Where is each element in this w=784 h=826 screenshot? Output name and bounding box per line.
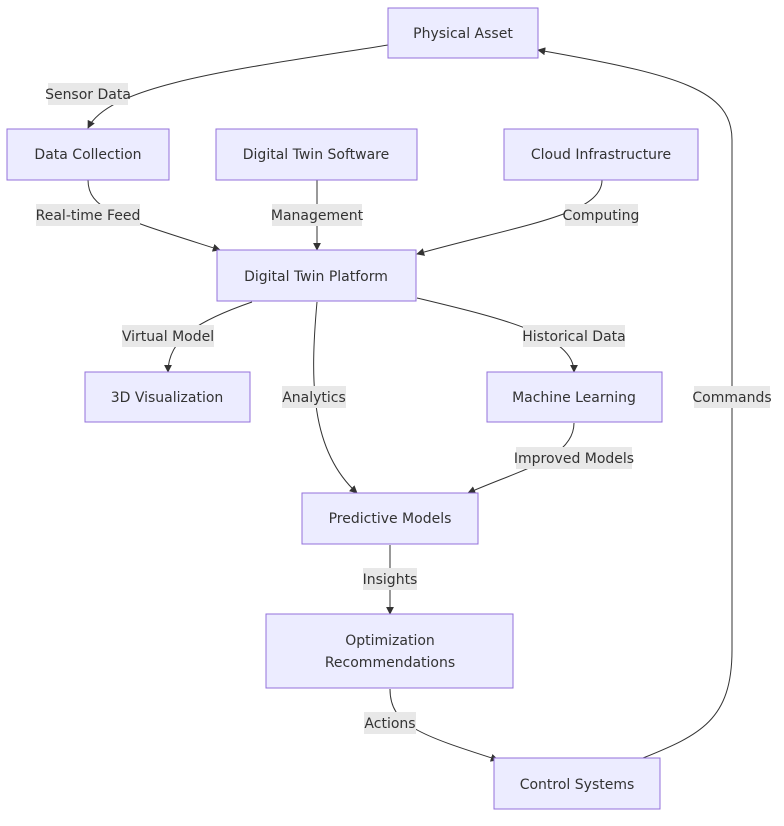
svg-text:Digital Twin Software: Digital Twin Software xyxy=(243,147,389,163)
edge-label-analytics: Analytics xyxy=(282,386,346,408)
svg-text:Actions: Actions xyxy=(364,716,415,732)
edge-cloud-to-platform xyxy=(416,179,603,256)
edge-control-to-physical xyxy=(537,47,733,759)
svg-text:Commands: Commands xyxy=(692,390,771,406)
edge-label-improved-models: Improved Models xyxy=(514,447,634,469)
svg-text:Optimization: Optimization xyxy=(345,633,435,649)
node-physical-asset[interactable]: Physical Asset xyxy=(387,7,539,59)
svg-text:Improved Models: Improved Models xyxy=(514,451,634,467)
svg-text:Computing: Computing xyxy=(563,208,640,224)
svg-text:Insights: Insights xyxy=(363,572,418,588)
node-3d-visualization[interactable]: 3D Visualization xyxy=(84,371,251,423)
svg-text:Physical Asset: Physical Asset xyxy=(413,26,513,42)
svg-text:Recommendations: Recommendations xyxy=(325,655,455,671)
node-data-collection[interactable]: Data Collection xyxy=(6,128,170,181)
node-control-systems[interactable]: Control Systems xyxy=(493,757,661,810)
svg-text:Machine Learning: Machine Learning xyxy=(512,390,636,406)
edge-label-management: Management xyxy=(271,204,364,226)
node-digital-twin-platform[interactable]: Digital Twin Platform xyxy=(216,249,417,302)
edge-label-commands: Commands xyxy=(692,386,772,408)
edge-physical-to-collection xyxy=(87,44,389,129)
svg-text:Digital Twin Platform: Digital Twin Platform xyxy=(244,269,388,285)
svg-text:Historical Data: Historical Data xyxy=(522,329,625,345)
node-optimization-recommendations[interactable]: Optimization Recommendations xyxy=(265,613,514,689)
svg-text:Management: Management xyxy=(271,208,364,224)
node-digital-twin-software[interactable]: Digital Twin Software xyxy=(215,128,418,181)
node-machine-learning[interactable]: Machine Learning xyxy=(486,371,663,423)
edge-label-actions: Actions xyxy=(364,712,416,734)
svg-text:Data Collection: Data Collection xyxy=(34,147,141,163)
edge-label-virtual-model: Virtual Model xyxy=(122,325,214,347)
edge-label-insights: Insights xyxy=(363,568,418,590)
edge-label-computing: Computing xyxy=(563,204,640,226)
svg-text:Predictive Models: Predictive Models xyxy=(329,511,452,527)
node-predictive-models[interactable]: Predictive Models xyxy=(301,492,479,545)
node-cloud-infrastructure[interactable]: Cloud Infrastructure xyxy=(503,128,699,181)
svg-text:Analytics: Analytics xyxy=(282,390,346,406)
edge-label-historical-data: Historical Data xyxy=(522,325,626,347)
svg-text:3D Visualization: 3D Visualization xyxy=(111,390,224,406)
edge-label-sensor-data: Sensor Data xyxy=(45,83,131,105)
edge-label-realtime-feed: Real-time Feed xyxy=(36,204,141,226)
svg-text:Real-time Feed: Real-time Feed xyxy=(36,208,141,224)
svg-text:Virtual Model: Virtual Model xyxy=(122,329,214,345)
svg-text:Control Systems: Control Systems xyxy=(520,777,635,793)
edge-platform-to-predictive xyxy=(313,301,358,494)
svg-text:Sensor Data: Sensor Data xyxy=(45,87,131,103)
svg-text:Cloud Infrastructure: Cloud Infrastructure xyxy=(531,147,671,163)
